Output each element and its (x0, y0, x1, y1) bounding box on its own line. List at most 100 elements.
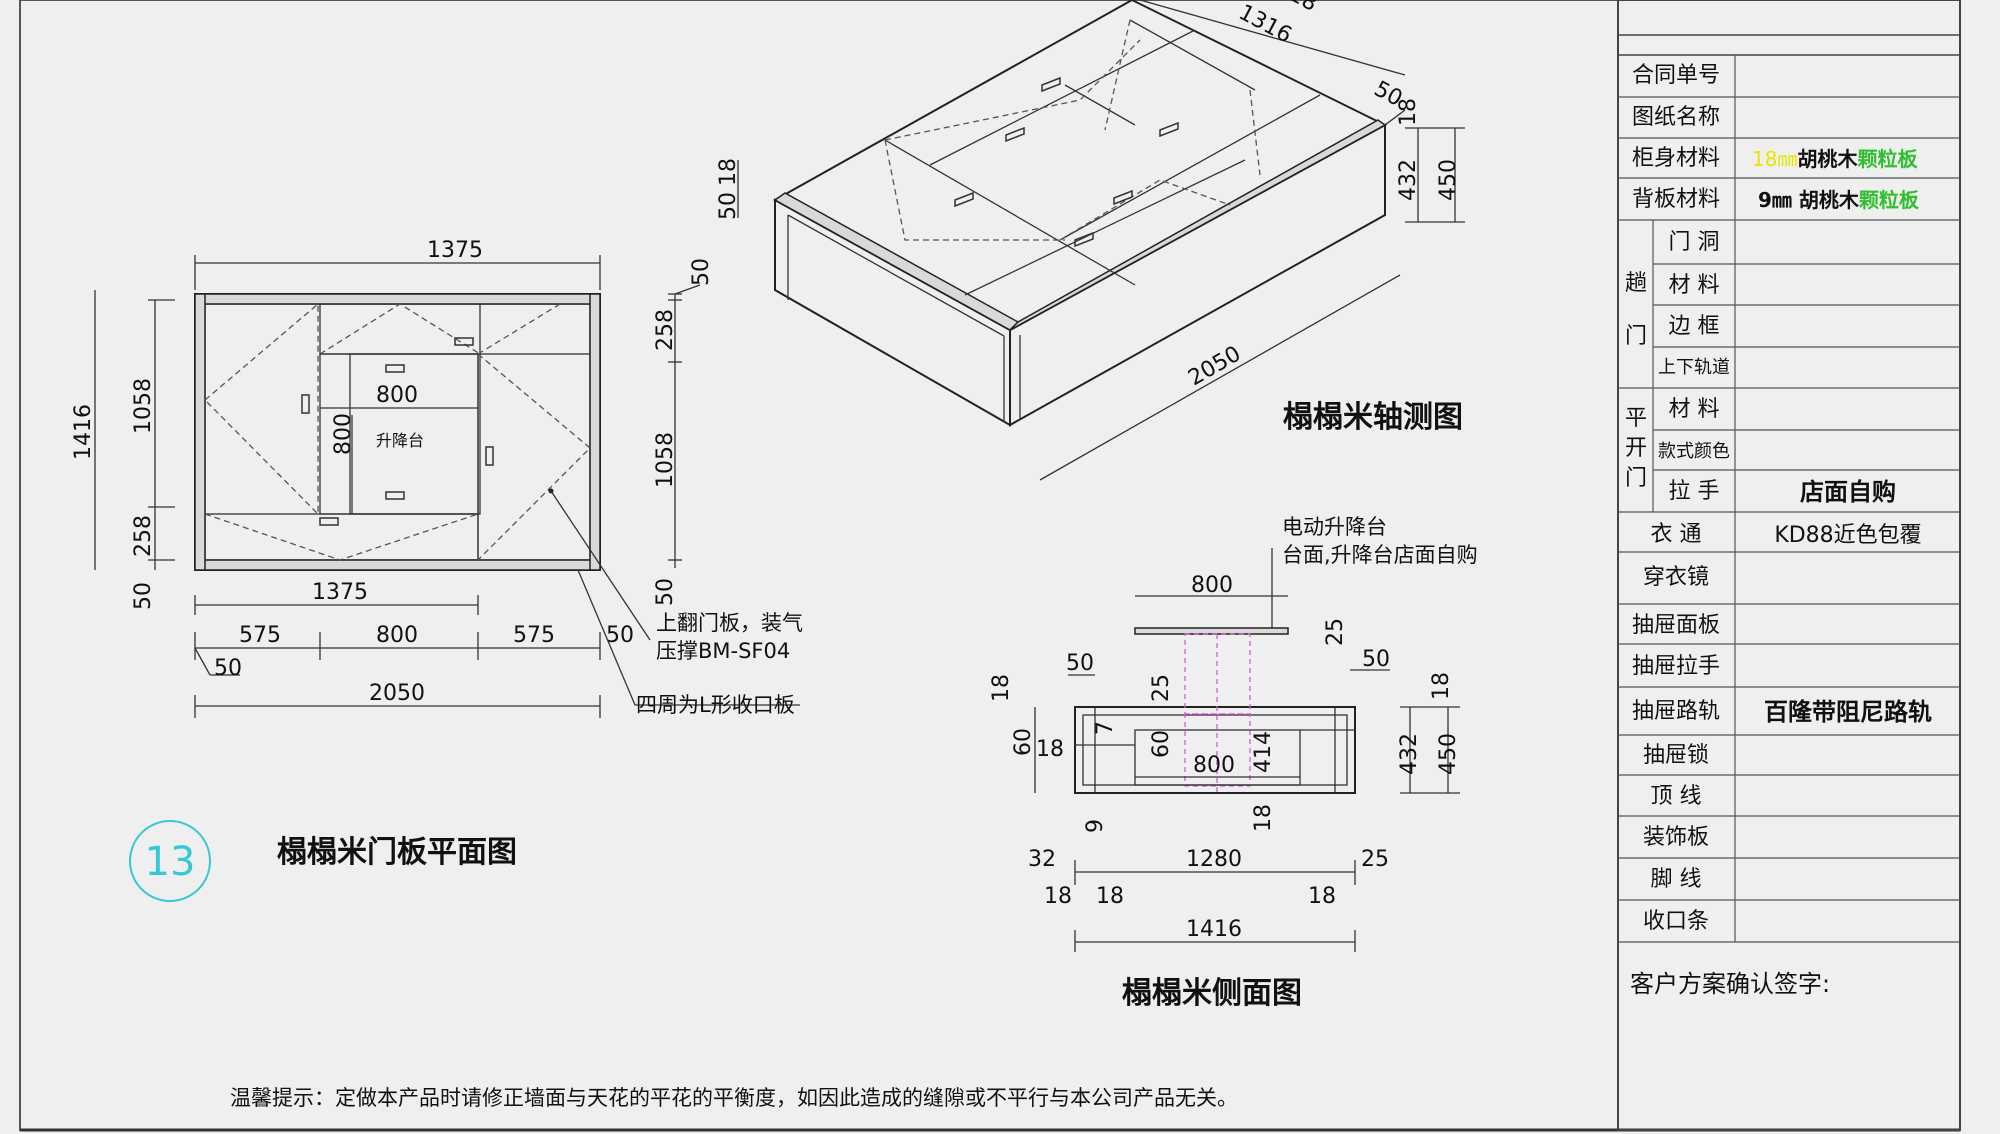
dim-side-800: 800 (1193, 753, 1235, 778)
dim-side-432: 432 (1397, 733, 1422, 775)
tb-hinged-handle-value: 店面自购 (1800, 478, 1896, 506)
dim-plan-50-bottom: 50 (131, 582, 156, 610)
plan-view: 1375 1416 1058 258 50 1375 575 800 575 5… (71, 238, 803, 902)
tb-sliding-track: 上下轨道 (1658, 357, 1730, 378)
tb-label-drawing-name: 图纸名称 (1632, 105, 1720, 130)
dim-side-25-top: 25 (1323, 618, 1348, 646)
tb-label-drawer-lock: 抽屉锁 (1643, 743, 1709, 768)
tb-hinged-label-3: 门 (1625, 466, 1647, 491)
dim-side-7: 7 (1093, 721, 1118, 735)
dim-side-50-right: 50 (1362, 647, 1390, 672)
side-title: 榻榻米侧面图 (1122, 976, 1302, 1011)
tb-sliding-label-1: 趟 (1625, 271, 1647, 296)
dim-axo-left-18: 18 (716, 158, 741, 186)
dim-plan-inner-800: 800 (376, 383, 418, 408)
dim-side-18-b2: 18 (1096, 884, 1124, 909)
tb-sliding-frame: 边 框 (1669, 314, 1720, 339)
tb-back-material-value: 9㎜ 胡桃木颗粒板 (1758, 188, 1920, 212)
dim-plan-50-end: 50 (606, 623, 634, 648)
dim-plan-50-offset: 50 (214, 656, 242, 681)
callout-edge: 四周为L形收口板 (636, 693, 795, 717)
dim-axo-2050: 2050 (1184, 342, 1245, 392)
drawing-index-circle (129, 820, 211, 902)
tb-back-thickness: 9㎜ (1758, 188, 1799, 212)
dim-side-25-b: 25 (1361, 847, 1389, 872)
tb-sliding-label-2: 门 (1625, 324, 1647, 349)
tb-hinged-label-1: 平 (1625, 406, 1647, 431)
tb-back-board: 颗粒板 (1859, 188, 1920, 212)
dim-plan-right-1058: 1058 (653, 432, 678, 488)
tb-label-drawer-runner: 抽屉路轨 (1632, 699, 1720, 724)
dim-plan-1058: 1058 (131, 378, 156, 434)
dim-side-60-left: 60 (1011, 728, 1036, 756)
dim-side-32: 32 (1028, 847, 1056, 872)
axonometric-view: 1316 18 50 18 432 450 2050 50 18 榻榻米轴测图 (716, 0, 1465, 481)
tb-hinged-style: 款式颜色 (1658, 441, 1730, 462)
dim-side-18-b1: 18 (1044, 884, 1072, 909)
tb-label-contract: 合同单号 (1632, 63, 1720, 88)
callout-flap-line2: 压撑BM-SF04 (656, 639, 790, 663)
tb-label-mirror: 穿衣镜 (1643, 565, 1709, 590)
side-view: 电动升降台 台面,升降台店面自购 800 25 50 50 18 60 18 7… (989, 515, 1478, 1011)
dim-axo-18-top: 18 (1285, 0, 1321, 17)
dim-plan-right-258: 258 (653, 309, 678, 351)
plan-title: 榻榻米门板平面图 (277, 835, 517, 870)
dim-plan-bottom-1375: 1375 (312, 580, 368, 605)
tb-label-top-line: 顶 线 (1651, 784, 1702, 809)
dim-axo-1316: 1316 (1234, 0, 1295, 48)
dim-side-9: 9 (1083, 819, 1108, 833)
tb-value-rail: KD88近色包覆 (1774, 523, 1921, 548)
dim-side-18-left: 18 (989, 674, 1014, 702)
dim-side-25: 25 (1149, 674, 1174, 702)
tb-hinged-material: 材 料 (1669, 397, 1720, 422)
callout-flap-line1: 上翻门板，装气 (656, 611, 803, 635)
tb-hinged-handle: 拉 手 (1669, 479, 1720, 504)
tb-label-foot-line: 脚 线 (1651, 867, 1702, 892)
tb-body-thickness: 18㎜ (1752, 147, 1797, 171)
dim-side-1280: 1280 (1186, 847, 1242, 872)
dim-axo-432: 432 (1396, 159, 1421, 201)
tb-sliding-material: 材 料 (1669, 273, 1720, 298)
axo-title: 榻榻米轴测图 (1283, 400, 1463, 435)
dim-plan-top: 1375 (427, 238, 483, 263)
tb-label-edge-strip: 收口条 (1643, 909, 1709, 934)
tb-body-walnut: 胡桃木 (1797, 147, 1858, 171)
dim-side-18-b3: 18 (1308, 884, 1336, 909)
dim-plan-575-right: 575 (513, 623, 555, 648)
title-block: 合同单号 图纸名称 柜身材料 背板材料 18㎜胡桃木颗粒板 9㎜ 胡桃木颗粒板 … (1617, 0, 1961, 1131)
tb-sliding-opening: 门 洞 (1669, 230, 1720, 255)
dim-side-50-left: 50 (1066, 651, 1094, 676)
dim-side-18-a: 18 (1036, 737, 1064, 762)
dim-plan-575-left: 575 (239, 623, 281, 648)
tb-value-drawer-runner: 百隆带阻尼路轨 (1764, 698, 1932, 726)
tb-body-material-value: 18㎜胡桃木颗粒板 (1752, 147, 1918, 171)
dim-plan-1416: 1416 (71, 404, 96, 460)
tb-body-board: 颗粒板 (1857, 147, 1918, 171)
tb-label-rail: 衣 通 (1651, 522, 1702, 547)
dim-side-18-bottom: 18 (1251, 804, 1276, 832)
dim-plan-2050: 2050 (369, 681, 425, 706)
dim-side-1416: 1416 (1186, 917, 1242, 942)
tb-label-back-material: 背板材料 (1632, 187, 1720, 212)
dim-side-18-right: 18 (1429, 672, 1454, 700)
dim-plan-800: 800 (376, 623, 418, 648)
footer-note: 温馨提示：定做本产品时请修正墙面与天花的平花的平衡度，如因此造成的缝隙或不平行与… (230, 1086, 1238, 1110)
dim-side-414: 414 (1251, 731, 1276, 773)
dim-plan-258: 258 (131, 515, 156, 557)
dim-axo-450: 450 (1436, 159, 1461, 201)
tb-label-drawer-panel: 抽屉面板 (1632, 613, 1720, 638)
dim-side-800-top: 800 (1191, 573, 1233, 598)
dim-plan-right-50-bottom: 50 (653, 578, 678, 606)
side-note-top: 台面,升降台店面自购 (1282, 543, 1478, 567)
tb-label-deco-panel: 装饰板 (1643, 825, 1709, 850)
dim-side-450: 450 (1436, 733, 1461, 775)
tb-hinged-label-2: 开 (1625, 436, 1647, 461)
dim-plan-right-50: 50 (689, 258, 714, 286)
tb-back-walnut: 胡桃木 (1799, 188, 1860, 212)
dim-axo-18: 18 (1396, 98, 1421, 126)
tb-label-drawer-handle: 抽屉拉手 (1632, 654, 1720, 679)
side-note-lift: 电动升降台 (1282, 515, 1387, 539)
tb-signature-label: 客户方案确认签字: (1630, 970, 1830, 998)
drawing-index: 13 (145, 839, 196, 885)
